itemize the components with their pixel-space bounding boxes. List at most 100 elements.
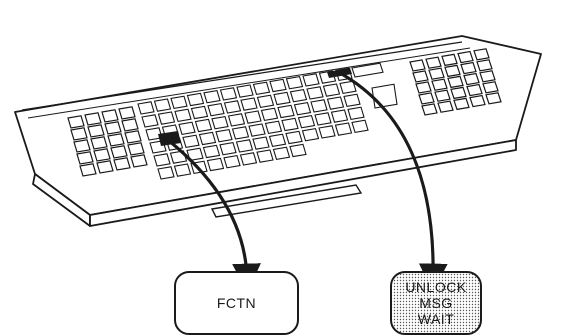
keyboard-key — [203, 89, 221, 104]
right-keypad-key — [421, 103, 438, 116]
keyboard-key — [211, 115, 229, 130]
left-keypad-key — [87, 124, 105, 138]
keyboard-key — [244, 110, 262, 124]
unlock-msg-wait-key: UNLOCK MSG WAIT — [390, 271, 482, 335]
left-keypad-key — [79, 163, 97, 177]
keyboard-key — [339, 80, 357, 95]
right-keypad-key — [485, 92, 502, 105]
fctn-arrow — [166, 138, 261, 293]
keyboard-key — [301, 127, 320, 142]
left-keypad-key — [93, 148, 111, 162]
left-keypad-key — [90, 136, 108, 150]
keyboard-key — [157, 166, 175, 180]
right-keypad-key — [463, 72, 480, 86]
keyboard-key — [314, 112, 332, 126]
right-keypad-key — [466, 83, 483, 97]
keyboard-key — [302, 73, 320, 87]
keyboard-key — [240, 97, 258, 111]
left-keypad-key — [104, 121, 122, 135]
keyboard-key — [260, 107, 279, 122]
keyboard-key — [268, 133, 287, 148]
keyboard-key — [351, 62, 384, 78]
keyboard-key — [248, 123, 266, 137]
keyboard-key — [343, 93, 361, 108]
right-keypad-key — [447, 75, 464, 89]
fctn-key: FCTN — [174, 271, 299, 335]
right-keypad-key — [453, 97, 470, 111]
wait-label: WAIT — [418, 311, 454, 327]
right-keypad-key — [482, 81, 499, 94]
left-keypad-key — [107, 133, 125, 147]
fctn-key-label: FCTN — [217, 295, 256, 311]
keyboard-key — [256, 149, 274, 163]
keyboard-key — [182, 134, 200, 149]
keyboard-key — [310, 99, 328, 113]
keyboard-key — [330, 109, 349, 123]
keyboard-key — [173, 163, 192, 177]
left-keypad-key — [96, 160, 114, 174]
keyboard-key — [223, 154, 241, 169]
keyboard-key — [207, 102, 225, 117]
keyboard-key — [223, 100, 242, 114]
keyboard-key — [206, 157, 225, 172]
right-keypad-key — [479, 70, 496, 83]
keyboard-key — [252, 136, 270, 150]
right-keypad-key — [428, 67, 445, 80]
keyboard-key — [371, 83, 398, 109]
keyboard-key — [285, 130, 303, 145]
right-keypad-key — [473, 48, 490, 61]
right-keypad-key — [425, 56, 442, 69]
keyboard-key — [293, 101, 312, 116]
keyboard-key — [351, 119, 369, 134]
keyboard-key — [157, 111, 176, 125]
keyboard-key — [281, 117, 299, 132]
right-keypad-key — [444, 64, 461, 78]
keyboard-key — [153, 98, 172, 112]
keyboard-key — [219, 87, 238, 101]
unlock-arrow — [339, 71, 448, 293]
keyboard-key — [137, 101, 155, 115]
left-keypad-key — [113, 157, 131, 171]
keyboard-key — [318, 125, 336, 139]
right-keypad-key — [415, 81, 432, 94]
keyboard-key — [239, 152, 258, 166]
keyboard-key — [289, 88, 308, 103]
keyboard-key — [235, 139, 254, 153]
keyboard-key — [219, 141, 237, 156]
keyboard-key — [264, 120, 283, 135]
left-keypad-key — [67, 115, 85, 129]
keyboard-key — [306, 86, 324, 100]
keyboard-key — [277, 104, 295, 119]
keyboard-key — [322, 83, 341, 97]
main-keypad — [137, 62, 398, 180]
keyboard-key — [289, 143, 307, 158]
space-bar — [210, 184, 363, 218]
keyboard-key — [334, 122, 353, 136]
keyboard-key — [252, 81, 271, 96]
left-keypad-key — [110, 145, 128, 159]
unlock-label: UNLOCK — [405, 279, 467, 295]
left-keypad-key — [73, 139, 91, 153]
right-keypad-key — [418, 92, 435, 105]
right-keypad-key — [469, 94, 486, 108]
right-keypad-key — [450, 86, 467, 100]
keyboard-key — [285, 75, 304, 90]
keyboard-key — [227, 113, 246, 127]
keyboard-key — [347, 106, 365, 121]
right-keypad-key — [460, 61, 477, 75]
keyboard-key — [174, 108, 192, 123]
keyboard-key — [198, 131, 217, 146]
keyboard-key — [236, 84, 254, 98]
keyboard-key — [170, 95, 188, 110]
right-keypad-key — [437, 100, 454, 113]
left-keypad-key — [127, 142, 145, 156]
keyboard-key — [297, 114, 316, 129]
right-keypad-key — [441, 53, 458, 67]
left-keypad-key — [84, 112, 102, 126]
keyboard-key — [273, 91, 291, 106]
left-keypad — [67, 106, 148, 177]
fctn-key-marker — [158, 131, 181, 146]
keyboard-key — [272, 146, 291, 161]
msg-label: MSG — [419, 295, 452, 311]
